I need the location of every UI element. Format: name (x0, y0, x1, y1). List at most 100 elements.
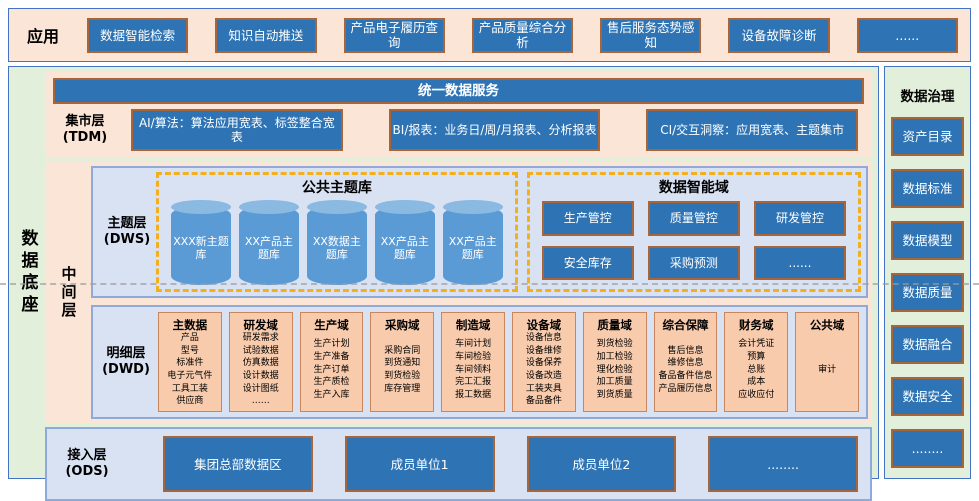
intelligence-button[interactable]: 研发管控 (753, 201, 846, 236)
intelligence-button[interactable]: ...... (753, 245, 846, 280)
dwd-domain-items: 产品型号标准件电子元气件工具工装供应商 (160, 333, 220, 408)
dwd-domain-item: 加工检验 (596, 352, 633, 363)
intelligence-button[interactable]: 采购预测 (647, 245, 740, 280)
app-button[interactable]: 产品电子履历查询 (343, 17, 445, 53)
dwd-domain-items: 售后信息维修信息备品备件信息产品履历信息 (656, 333, 716, 408)
dwd-domain-title: 生产域 (314, 318, 349, 332)
dwd-domain-item: 试验数据 (242, 345, 279, 356)
governance-button[interactable]: 数据模型 (891, 221, 964, 260)
dws-layer: 主题层 (DWS) 公共主题库 XXX新主题库 (91, 166, 868, 298)
ods-source-box[interactable]: ........ (708, 436, 858, 493)
theme-db-cylinder-label: XX产品主题库 (244, 234, 293, 261)
app-button[interactable]: 数据智能检索 (87, 17, 189, 53)
governance-button[interactable]: 数据融合 (891, 325, 964, 364)
governance-button[interactable]: 资产目录 (891, 117, 964, 156)
governance-button[interactable]: 数据安全 (891, 377, 964, 416)
dwd-domain-item: 理化检验 (596, 364, 633, 375)
dwd-layer: 明细层 (DWD) 主数据 产品型号标准件电子元气件工具工装供应商 研发域 (91, 305, 868, 420)
theme-db-cylinders: XXX新主题库 XX产品主题库 XX数据主题库 (165, 197, 509, 285)
dwd-domain-items: 车间计划车间检验车间领料完工汇报报工数据 (443, 333, 503, 408)
middle-layer: 中间层 主题层 (DWS) 公共主题库 (45, 162, 872, 424)
app-button[interactable]: 知识自动推送 (215, 17, 317, 53)
dwd-domain-item: 设备保养 (525, 358, 562, 369)
dwd-domain-item: 产品履历信息 (658, 383, 713, 394)
dwd-domain-card: 综合保障 售后信息维修信息备品备件信息产品履历信息 (653, 312, 718, 413)
intelligence-button[interactable]: 生产管控 (541, 201, 634, 236)
tdm-service-items: AI/算法：算法应用宽表、标签整合宽表 BI/报表：业务日/周/月报表、分析报表 C… (125, 109, 864, 151)
governance-button[interactable]: 数据质量 (891, 273, 964, 312)
theme-db-cylinder: XX产品主题库 (238, 200, 299, 285)
tdm-service-item[interactable]: BI/报表：业务日/周/月报表、分析报表 (388, 109, 601, 151)
dwd-domain-item: 电子元气件 (167, 371, 213, 382)
ods-source-box[interactable]: 集团总部数据区 (163, 436, 313, 493)
dwd-domain-item: 设备维修 (525, 345, 562, 356)
dwd-domain-item: 到货质量 (596, 390, 633, 401)
dws-layer-label: 主题层 (DWS) (98, 216, 156, 249)
theme-db-cylinder: XX产品主题库 (442, 200, 503, 285)
common-theme-zone: 公共主题库 XXX新主题库 XX产品主题库 (156, 172, 518, 292)
dwd-domain-items: 生产计划生产准备生产订单生产质检生产入库 (302, 333, 362, 408)
dwd-domain-item: 应收应付 (738, 390, 775, 401)
intelligence-button[interactable]: 质量管控 (647, 201, 740, 236)
dwd-domain-item: 审计 (818, 364, 837, 375)
ods-source-box[interactable]: 成员单位1 (344, 436, 495, 493)
theme-db-cylinder: XX产品主题库 (374, 200, 435, 285)
dwd-domain-item: 设计数据 (242, 371, 279, 382)
dwd-domain-item: 完工汇报 (455, 377, 492, 388)
app-button[interactable]: 售后服务态势感知 (600, 17, 702, 53)
tdm-service-item[interactable]: AI/算法：算法应用宽表、标签整合宽表 (131, 109, 343, 151)
dwd-domain-item: 报工数据 (455, 390, 492, 401)
ods-layer-name: 接入层 (67, 447, 107, 463)
dwd-domain-card: 财务域 会计凭证预算总账成本应收应付 (724, 312, 789, 413)
ods-layer-label: 接入层 (ODS) (55, 448, 119, 481)
dwd-domain-item: 车间领料 (455, 364, 492, 375)
data-intelligence-title: 数据智能域 (658, 180, 729, 196)
dwd-domain-item: 库存管理 (384, 383, 421, 394)
app-section-label: 应用 (27, 27, 60, 46)
cylinder-body (442, 206, 503, 285)
app-button[interactable]: 产品质量综合分析 (471, 17, 574, 53)
dwd-domain-card: 主数据 产品型号标准件电子元气件工具工装供应商 (158, 312, 222, 413)
dwd-domain-item: 生产订单 (313, 364, 350, 375)
middle-layer-content: 主题层 (DWS) 公共主题库 XXX新主题库 (91, 166, 868, 420)
tdm-layer-name: 集市层 (65, 113, 105, 129)
dwd-domain-title: 财务域 (739, 318, 774, 332)
dwd-domain-item: 车间检验 (455, 352, 492, 363)
dwd-domain-item: 供应商 (176, 396, 204, 407)
cylinder-top (374, 200, 435, 214)
dwd-domain-item: 备品备件信息 (658, 371, 713, 382)
dwd-layer-name: 明细层 (106, 345, 146, 361)
dwd-domain-title: 研发域 (243, 318, 278, 332)
app-button[interactable]: ...... (856, 17, 958, 53)
governance-button[interactable]: 数据标准 (891, 169, 964, 208)
dwd-domain-title: 制造域 (455, 318, 491, 332)
theme-db-cylinder: XXX新主题库 (171, 200, 231, 285)
dwd-domain-item: …… (251, 396, 270, 407)
app-button[interactable]: 设备故障诊断 (728, 17, 830, 53)
dwd-domain-item: 到货通知 (384, 358, 421, 369)
dwd-domain-items: 会计凭证预算总账成本应收应付 (726, 333, 786, 408)
dwd-domain-title: 公共域 (809, 318, 845, 332)
cylinder-body (171, 206, 231, 285)
data-intelligence-buttons: 生产管控质量管控研发管控安全库存采购预测...... (541, 201, 846, 280)
dwd-domain-title: 综合保障 (662, 318, 709, 332)
dwd-domain-item: 总账 (747, 364, 766, 375)
cylinder-top (171, 200, 231, 214)
governance-button[interactable]: ........ (891, 429, 964, 468)
dwd-domain-item: 会计凭证 (738, 339, 775, 350)
intelligence-button[interactable]: 安全库存 (541, 245, 634, 280)
dwd-domain-item: 设备信息 (525, 333, 562, 343)
dwd-domain-card: 生产域 生产计划生产准备生产订单生产质检生产入库 (299, 312, 364, 413)
ods-layer: 接入层 (ODS) 集团总部数据区成员单位1 成员单位2........ (45, 427, 872, 501)
dwd-domain-items: 采购合同到货通知到货检验库存管理 (372, 333, 432, 408)
dwd-domain-item: 生产入库 (313, 390, 350, 401)
dwd-domain-card: 制造域 车间计划车间检验车间领料完工汇报报工数据 (441, 312, 505, 413)
dwd-domain-item: 产品 (180, 333, 199, 343)
dwd-domain-items: 设备信息设备维修设备保养设备改造工装夹具备品备件 (514, 333, 574, 408)
dwd-domain-cards: 主数据 产品型号标准件电子元气件工具工装供应商 研发域 研发需求试验数据仿真数据… (158, 312, 859, 413)
tdm-service-item[interactable]: CI/交互洞察：应用宽表、主题集市 (646, 109, 859, 151)
dwd-domain-card: 质量域 到货检验加工检验理化检验加工质量到货质量 (582, 312, 647, 413)
ods-source-box[interactable]: 成员单位2 (526, 436, 677, 493)
dwd-domain-item: 加工质量 (596, 377, 633, 388)
